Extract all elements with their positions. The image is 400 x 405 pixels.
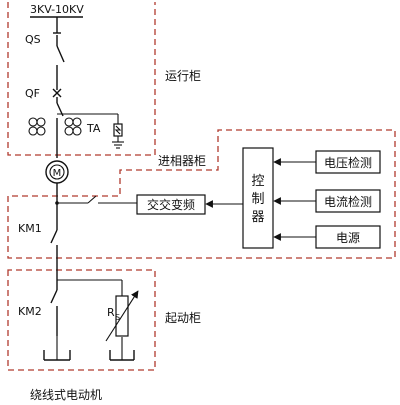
caption: 绕线式电动机: [30, 388, 102, 402]
qs-disconnector-symbol: [53, 32, 65, 90]
power-supply-label: 电源: [336, 231, 360, 245]
motor-label: M: [53, 168, 62, 179]
controller-char-3: 器: [251, 210, 264, 225]
qf-breaker-symbol: [52, 88, 64, 158]
winding-terminal-right: [109, 350, 135, 361]
current-transformer-left-icon: [28, 117, 46, 136]
converter-branch-switch: [55, 195, 137, 205]
rs-label: R: [107, 306, 115, 319]
starting-resistor-icon: [105, 290, 139, 342]
surge-arrester-icon: [57, 113, 124, 149]
rs-subscript: S: [115, 313, 120, 322]
phase-advancer-cabinet-label: 进相器柜: [158, 154, 206, 168]
starting-circuit: [50, 279, 123, 360]
current-detect-label: 电流检测: [324, 194, 372, 209]
current-transformer-right-icon: [64, 117, 82, 136]
km2-label: KM2: [18, 305, 42, 318]
starting-cabinet-border: [7, 269, 156, 371]
controller-char-1: 控: [251, 174, 264, 189]
ac-converter-label: 交交变频: [147, 197, 195, 212]
ac-converter-block: [136, 194, 206, 215]
winding-terminal-left: [43, 350, 71, 361]
phase-advancer-cabinet-border: [7, 129, 396, 259]
km1-label: KM1: [18, 222, 42, 235]
running-cabinet-label: 运行柜: [165, 69, 201, 83]
controller-char-2: 制: [251, 192, 264, 207]
ta-label: TA: [86, 122, 101, 135]
controller-block: [242, 147, 274, 249]
running-cabinet-border: [7, 2, 156, 156]
km1-contact-symbol: [50, 229, 58, 290]
starting-cabinet-label: 起动柜: [165, 311, 201, 325]
qs-label: QS: [25, 33, 41, 46]
supply-voltage-label: 3KV-10KV: [30, 3, 84, 16]
qf-label: QF: [25, 87, 40, 100]
voltage-detect-label: 电压检测: [324, 155, 372, 170]
